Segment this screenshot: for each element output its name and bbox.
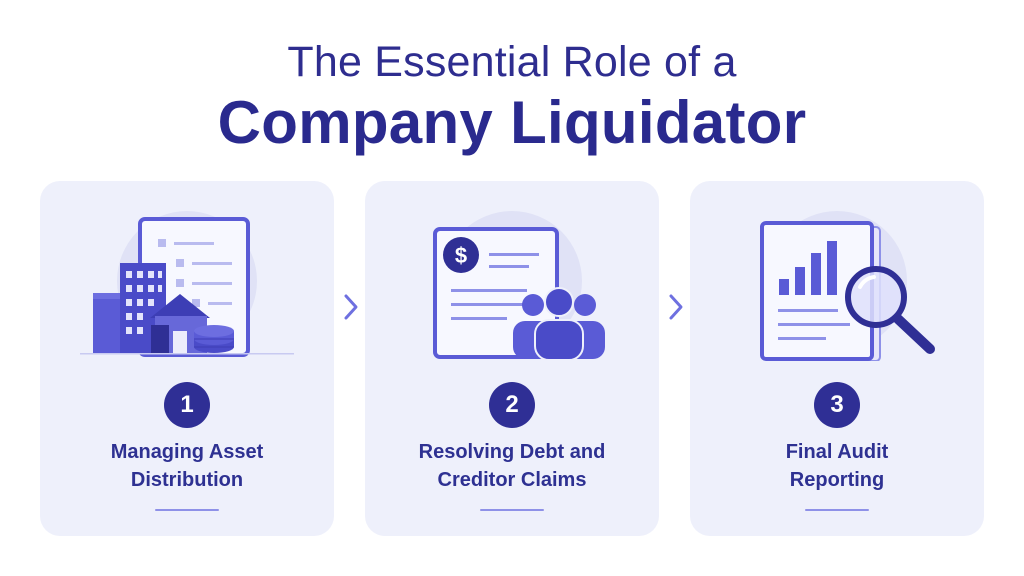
page-title-line2: Company Liquidator [217, 89, 807, 156]
step-label-line2: Distribution [130, 469, 244, 491]
step-label-line1: Managing Asset [110, 441, 264, 463]
chevron-right-icon [344, 294, 358, 320]
divider [480, 509, 544, 511]
step-number-badge: 2 [489, 382, 535, 428]
divider [805, 509, 869, 511]
invoice-and-creditors-icon: $ [433, 227, 605, 361]
buildings-and-coins-icon [80, 217, 294, 357]
report-magnifier-icon [760, 221, 935, 361]
step-label-line2: Reporting [789, 469, 885, 491]
divider [155, 509, 219, 511]
step-label-line2: Creditor Claims [437, 469, 587, 491]
svg-text:$: $ [455, 243, 467, 268]
step-card-1: 1 Managing Asset Distribution [40, 181, 334, 536]
step-label-line1: Final Audit [785, 441, 889, 463]
step-label-line1: Resolving Debt and [418, 441, 606, 463]
page-title-line1: The Essential Role of a [287, 38, 737, 86]
step-number-badge: 1 [164, 382, 210, 428]
step-card-3: 3 Final Audit Reporting [690, 181, 984, 536]
step-card-2: $ 2 Resolving Debt and Creditor Claims [365, 181, 659, 536]
step-number-badge: 3 [814, 382, 860, 428]
chevron-right-icon [669, 294, 683, 320]
